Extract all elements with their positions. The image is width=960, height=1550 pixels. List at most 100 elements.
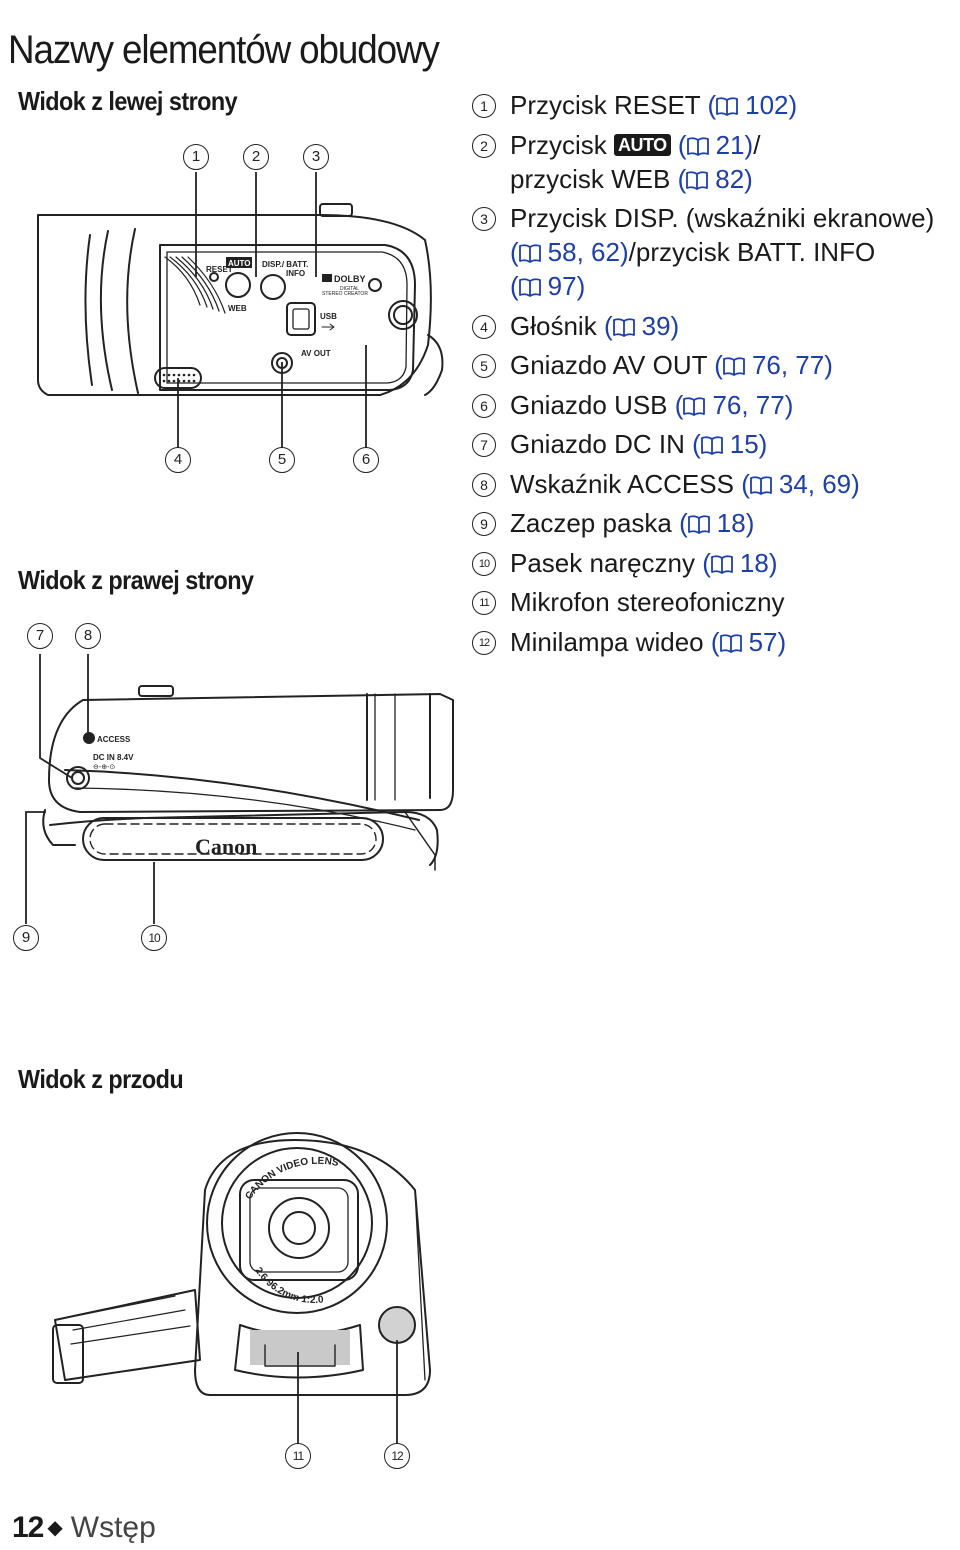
book-icon (519, 244, 541, 263)
part-name: Przycisk DISP. (wskaźniki ekranowe) (510, 203, 935, 233)
access-label: ACCESS (97, 735, 131, 744)
book-icon (683, 397, 705, 416)
dolby-digital-label: DIGITAL (340, 286, 359, 292)
part-name: Przycisk (510, 129, 607, 160)
front-view-heading: Widok z przodu (18, 1064, 184, 1094)
part-item-2: 2 Przycisk AUTO (21)/ przycisk WEB (82) (472, 128, 960, 196)
part-name: Gniazdo DC IN (510, 429, 685, 459)
part-name: Wskaźnik ACCESS (510, 468, 734, 499)
part-number: 2 (472, 133, 496, 158)
book-icon (720, 634, 742, 653)
part-item-12: 12 Minilampa wideo (57) (472, 625, 960, 659)
part-number: 6 (472, 393, 496, 418)
svg-text:⊖-⊕-⊙: ⊖-⊕-⊙ (93, 764, 115, 771)
page-reference[interactable]: (18) (679, 508, 755, 538)
callout-3: 3 (303, 144, 329, 170)
page-reference[interactable]: (34, 69) (741, 468, 860, 499)
reset-label: RESET (206, 265, 233, 274)
part-name: Mikrofon stereofoniczny (510, 587, 785, 617)
callout-2: 2 (243, 144, 269, 170)
page-number: 12 (12, 1511, 44, 1544)
callout-7: 7 (27, 623, 53, 649)
dolby-label: DOLBY (334, 274, 366, 284)
part-name: Gniazdo AV OUT (510, 350, 708, 380)
dolby-stereo-label: STEREO CREATOR (322, 291, 368, 297)
page-reference[interactable]: (76, 77) (674, 389, 794, 420)
book-icon (711, 555, 733, 574)
page-title: Nazwy elementów obudowy (8, 27, 440, 72)
front-view-leaders (297, 1340, 398, 1444)
part-number: 10 (472, 551, 496, 576)
part-number: 7 (472, 433, 496, 457)
web-label: WEB (228, 304, 247, 313)
part-name: Pasek naręczny (510, 547, 695, 578)
page-reference[interactable]: (39) (603, 310, 680, 341)
book-icon (688, 515, 710, 534)
callout-8: 8 (75, 623, 101, 649)
section-name: Wstęp (70, 1511, 156, 1544)
info-label: INFO (286, 269, 305, 278)
part-name: Minilampa wideo (510, 626, 704, 657)
disp-label: DISP./ BATT. (262, 260, 308, 269)
front-view-illustration: CANON VIDEO LENS 2.6-96.2mm 1:2.0 (52, 1132, 431, 1396)
part-item-9: 9 Zaczep paska (18) (472, 506, 960, 540)
page-reference[interactable]: (21) (677, 129, 754, 160)
book-icon (723, 357, 745, 376)
book-icon (686, 171, 708, 190)
book-icon (687, 137, 709, 156)
lens-top-label: CANON VIDEO LENS (243, 1156, 339, 1202)
page-reference[interactable]: (102) (707, 90, 798, 120)
usb-label: USB (320, 312, 337, 321)
callout-10: 10 (141, 925, 167, 951)
part-name-secondary: przycisk WEB (510, 163, 671, 194)
page-reference[interactable]: (82) (677, 163, 753, 194)
part-item-7: 7 Gniazdo DC IN (15) (472, 427, 960, 461)
part-item-5: 5 Gniazdo AV OUT (76, 77) (472, 348, 960, 382)
parts-list: 1 Przycisk RESET (102) 2 Przycisk AUTO (… (472, 88, 960, 664)
callout-11: 11 (285, 1443, 311, 1469)
right-view-heading: Widok z prawej strony (18, 565, 254, 595)
part-number: 4 (472, 314, 496, 339)
diamond-icon: ◆ (47, 1517, 63, 1539)
callout-1: 1 (183, 144, 209, 170)
auto-label: AUTO (228, 259, 251, 268)
left-view-leaders (177, 172, 367, 448)
part-name: Gniazdo USB (510, 389, 668, 420)
part-name-secondary: /przycisk BATT. INFO (628, 237, 876, 267)
part-item-4: 4 Głośnik (39) (472, 309, 960, 343)
page-reference[interactable]: (57) (710, 626, 787, 657)
part-item-1: 1 Przycisk RESET (102) (472, 88, 960, 122)
part-number: 12 (472, 630, 496, 655)
callout-4: 4 (165, 447, 191, 473)
separator: / (753, 129, 761, 160)
part-item-8: 8 Wskaźnik ACCESS (34, 69) (472, 467, 960, 501)
part-item-6: 6 Gniazdo USB (76, 77) (472, 388, 960, 422)
book-icon (519, 278, 541, 297)
part-number: 1 (472, 94, 496, 118)
auto-mode-icon: AUTO (614, 133, 671, 156)
page-reference[interactable]: (97) (510, 271, 586, 301)
part-number: 8 (472, 472, 496, 497)
canon-brand-label: Canon (195, 834, 257, 859)
part-name: Przycisk RESET (510, 90, 701, 120)
page-reference[interactable]: (76, 77) (714, 350, 833, 380)
part-name: Zaczep paska (510, 508, 672, 538)
part-number: 3 (472, 207, 496, 231)
page-reference[interactable]: (58, 62) (510, 237, 629, 267)
callout-6: 6 (353, 447, 379, 473)
part-item-3: 3 Przycisk DISP. (wskaźniki ekranowe) (5… (472, 201, 960, 303)
part-number: 11 (472, 591, 496, 615)
part-item-11: 11 Mikrofon stereofoniczny (472, 585, 960, 619)
dc-in-label: DC IN 8.4V (93, 753, 134, 762)
callout-12: 12 (384, 1443, 410, 1469)
page-reference[interactable]: (15) (692, 429, 768, 459)
callout-9: 9 (13, 925, 39, 951)
part-number: 5 (472, 354, 496, 378)
right-view-leaders (25, 654, 155, 924)
page-footer: 12◆ Wstęp (12, 1508, 156, 1548)
callout-5: 5 (269, 447, 295, 473)
part-name: Głośnik (510, 310, 597, 341)
left-view-heading: Widok z lewej strony (18, 86, 238, 116)
book-icon (701, 436, 723, 455)
page-reference[interactable]: (18) (702, 547, 778, 578)
